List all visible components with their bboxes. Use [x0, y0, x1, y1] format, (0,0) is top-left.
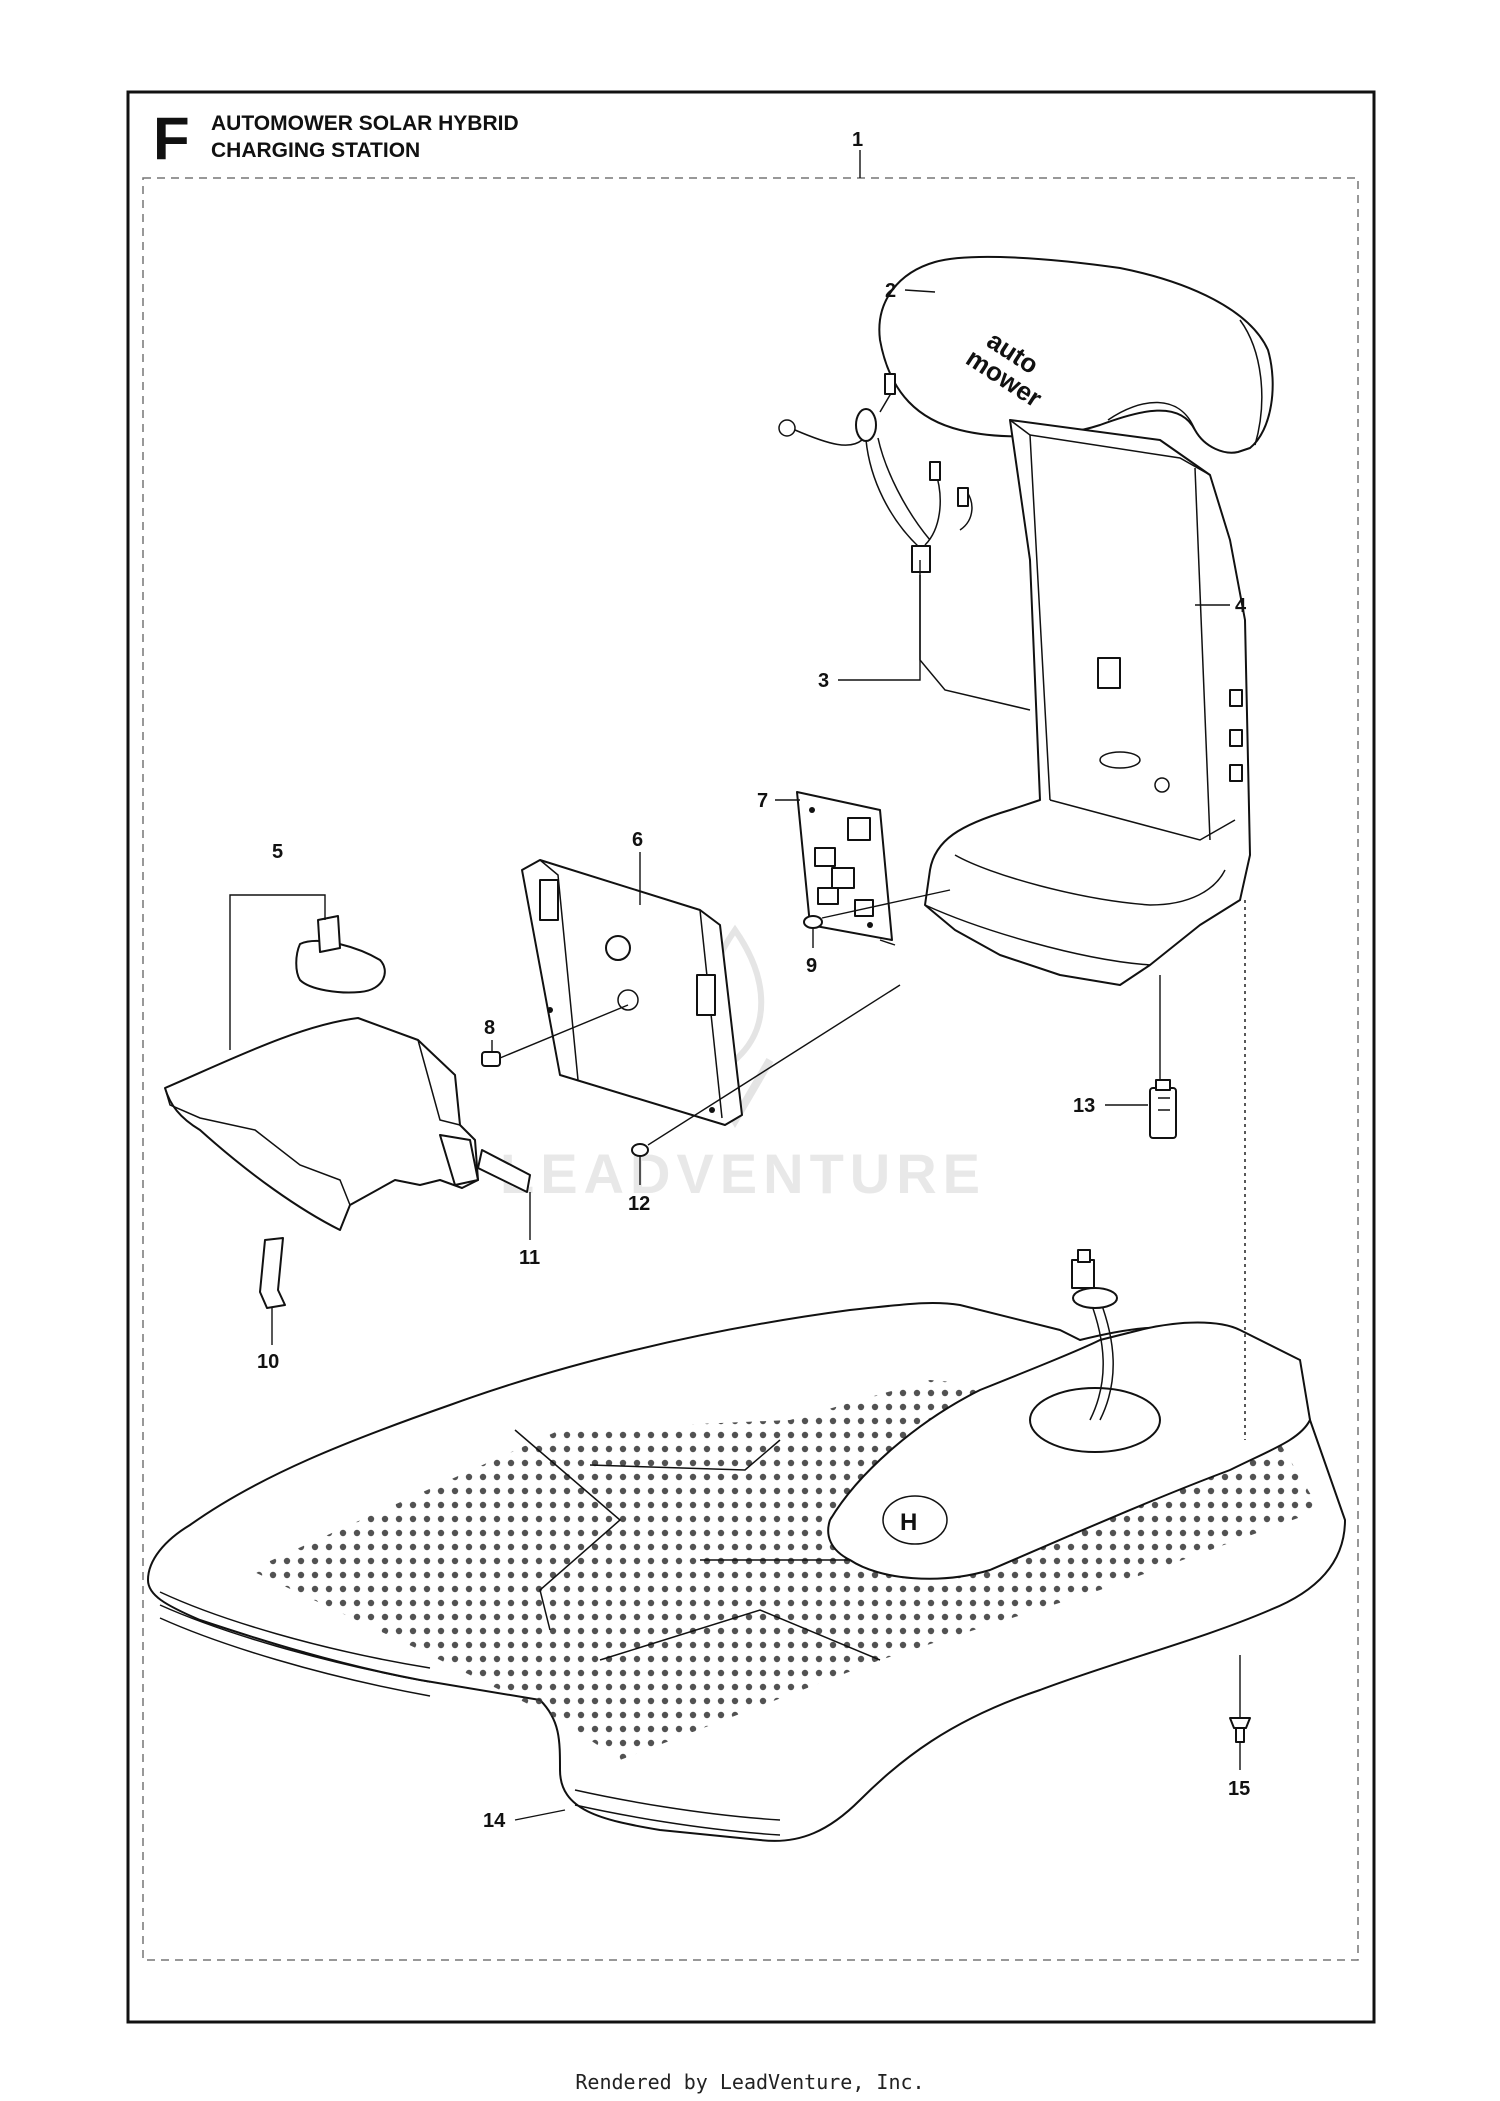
- outer-frame: [126, 90, 1376, 2024]
- callout-6: 6: [632, 829, 643, 851]
- diagram-title-line1: AUTOMOWER SOLAR HYBRID: [211, 112, 519, 135]
- diagram-title-line2: CHARGING STATION: [211, 139, 420, 162]
- callout-14: 14: [483, 1810, 506, 1832]
- part-14-base-plate: H: [147, 1249, 1346, 1842]
- callout-7: 7: [757, 790, 768, 812]
- callout-15: 15: [1228, 1778, 1250, 1800]
- part-5-charging-plate: [164, 915, 479, 1231]
- brand-logo-icon: H: [900, 1509, 917, 1536]
- part-7-circuit-board: [796, 791, 893, 941]
- part-6-back-plate: [521, 859, 743, 1126]
- callout-4: 4: [1235, 595, 1247, 617]
- callout-3: 3: [818, 670, 829, 692]
- svg-text:LEADVENTURE: LEADVENTURE: [500, 1142, 986, 1205]
- watermark: LEADVENTURE: [500, 924, 986, 1205]
- leader-2: [904, 289, 936, 293]
- footer-credit: Rendered by LeadVenture, Inc.: [575, 2070, 925, 2094]
- part-15-screw: [1229, 1717, 1251, 1743]
- callout-11: 11: [519, 1247, 540, 1269]
- part-13-connector: [1149, 1079, 1177, 1139]
- part-4-housing: [924, 419, 1251, 986]
- leader-9-board: [879, 939, 896, 946]
- leader-5: [229, 894, 326, 1050]
- callout-8: 8: [484, 1017, 495, 1039]
- part-2-top-cover: auto mower: [878, 255, 1274, 454]
- leader-14: [514, 1809, 566, 1821]
- callout-9: 9: [806, 955, 817, 977]
- callout-10: 10: [257, 1351, 279, 1373]
- callout-12: 12: [628, 1193, 650, 1215]
- assembly-boundary: [142, 177, 1359, 1961]
- part-10-clip: [259, 1237, 286, 1309]
- part-3-wiring-harness: [778, 373, 1031, 711]
- part-8-pin: [481, 1004, 629, 1067]
- callout-1: 1: [852, 129, 863, 151]
- section-letter: F: [153, 105, 190, 172]
- callout-13: 13: [1073, 1095, 1095, 1117]
- leader-13: [1105, 975, 1161, 1106]
- leader-3: [838, 560, 921, 681]
- callout-5: 5: [272, 841, 283, 863]
- part-11-pin: [477, 1149, 531, 1193]
- callout-2: 2: [885, 280, 896, 302]
